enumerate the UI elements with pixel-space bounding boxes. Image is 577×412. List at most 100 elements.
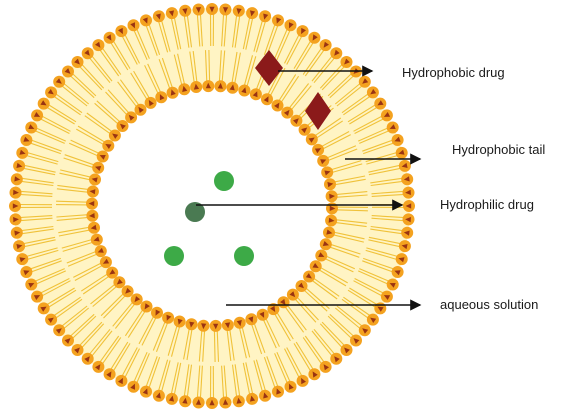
- lipid-head: [272, 100, 284, 112]
- lipid-head: [166, 393, 178, 405]
- lipid-head: [287, 289, 299, 301]
- lipid-head: [38, 302, 50, 314]
- lipid-head: [140, 386, 152, 398]
- lipid-head: [106, 267, 118, 279]
- lipid-head: [392, 266, 404, 278]
- lipid-head: [86, 198, 98, 210]
- lipid-head: [198, 320, 210, 332]
- lipid-head: [219, 4, 231, 16]
- lipid-head: [219, 397, 231, 409]
- lipid-head: [89, 174, 101, 186]
- lipid-head: [285, 381, 297, 393]
- lipid-head: [193, 4, 205, 16]
- lipid-head: [13, 240, 25, 252]
- lipid-head: [315, 250, 327, 262]
- lipid-head: [10, 187, 22, 199]
- lipid-head: [140, 14, 152, 26]
- lipid-head: [193, 397, 205, 409]
- lipid-head: [113, 276, 125, 288]
- hydrophilic-drug-circle: [164, 246, 184, 266]
- label-hydrophilic-drug: Hydrophilic drug: [440, 197, 534, 212]
- lipid-head: [387, 279, 399, 291]
- lipid-head: [238, 85, 250, 97]
- lipid-head: [20, 266, 32, 278]
- lipid-head: [272, 386, 284, 398]
- lipid-head: [246, 7, 258, 19]
- lipid-head: [297, 25, 309, 37]
- lipid-head: [330, 353, 342, 365]
- lipid-head: [82, 47, 94, 59]
- lipid-head: [350, 335, 362, 347]
- lipid-head: [72, 56, 84, 68]
- bilayer-band: [14, 8, 410, 404]
- lipid-head: [141, 301, 153, 313]
- lipid-head: [299, 124, 311, 136]
- lipid-head: [166, 7, 178, 19]
- lipid-head: [403, 187, 415, 199]
- lipid-head: [62, 66, 74, 78]
- lipid-head: [131, 293, 143, 305]
- lipid-head: [9, 200, 21, 212]
- lipid-head: [117, 120, 129, 132]
- lipid-head: [128, 19, 140, 31]
- lipid-head: [104, 368, 116, 380]
- lipid-head: [190, 81, 202, 93]
- lipid-head: [233, 5, 245, 17]
- hydrophilic-drugs: [164, 171, 254, 266]
- lipid-head: [297, 375, 309, 387]
- lipid-head: [227, 82, 239, 94]
- lipid-head: [234, 317, 246, 329]
- lipid-head: [396, 253, 408, 265]
- lipid-head: [320, 361, 332, 373]
- lipid-head: [308, 368, 320, 380]
- lipid-head: [246, 393, 258, 405]
- lipid-head: [86, 210, 98, 222]
- lipid-head: [399, 160, 411, 172]
- lipid-head: [135, 104, 147, 116]
- lipid-head: [115, 25, 127, 37]
- lipid-head: [82, 353, 94, 365]
- lipid-head: [325, 215, 337, 227]
- annotation-labels: Hydrophobic drug Hydrophobic tail Hydrop…: [402, 65, 545, 312]
- lipid-head: [20, 134, 32, 146]
- lipid-head: [174, 316, 186, 328]
- lipid-bilayer: [9, 3, 415, 409]
- lipid-head: [285, 19, 297, 31]
- lipid-head: [245, 313, 257, 325]
- lipid-head: [261, 93, 273, 105]
- lipid-head: [92, 162, 104, 174]
- lipid-head: [31, 291, 43, 303]
- lipid-head: [222, 319, 234, 331]
- lipid-head: [374, 302, 386, 314]
- lipid-head: [367, 86, 379, 98]
- lipid-head: [100, 256, 112, 268]
- lipid-head: [374, 98, 386, 110]
- lipid-head: [324, 178, 336, 190]
- lipid-head: [359, 324, 371, 336]
- lipid-head: [45, 314, 57, 326]
- lipid-head: [303, 271, 315, 283]
- lipid-head: [38, 98, 50, 110]
- lipid-head: [296, 280, 308, 292]
- hydrophilic-drug-circle: [234, 246, 254, 266]
- lipid-head: [281, 107, 293, 119]
- lipid-head: [186, 318, 198, 330]
- lipid-head: [128, 381, 140, 393]
- lipid-head: [326, 202, 338, 214]
- lipid-head: [206, 397, 218, 409]
- lipid-tail: [214, 330, 215, 362]
- lipid-head: [399, 240, 411, 252]
- lipid-head: [272, 14, 284, 26]
- lipid-tail: [209, 50, 210, 82]
- lipid-head: [155, 91, 167, 103]
- lipid-head: [403, 200, 415, 212]
- lipid-head: [13, 160, 25, 172]
- lipid-head: [323, 227, 335, 239]
- lipid-head: [310, 260, 322, 272]
- lipid-head: [122, 285, 134, 297]
- lipid-head: [259, 390, 271, 402]
- lipid-head: [401, 227, 413, 239]
- lipid-head: [10, 213, 22, 225]
- lipid-head: [178, 83, 190, 95]
- lipid-head: [396, 147, 408, 159]
